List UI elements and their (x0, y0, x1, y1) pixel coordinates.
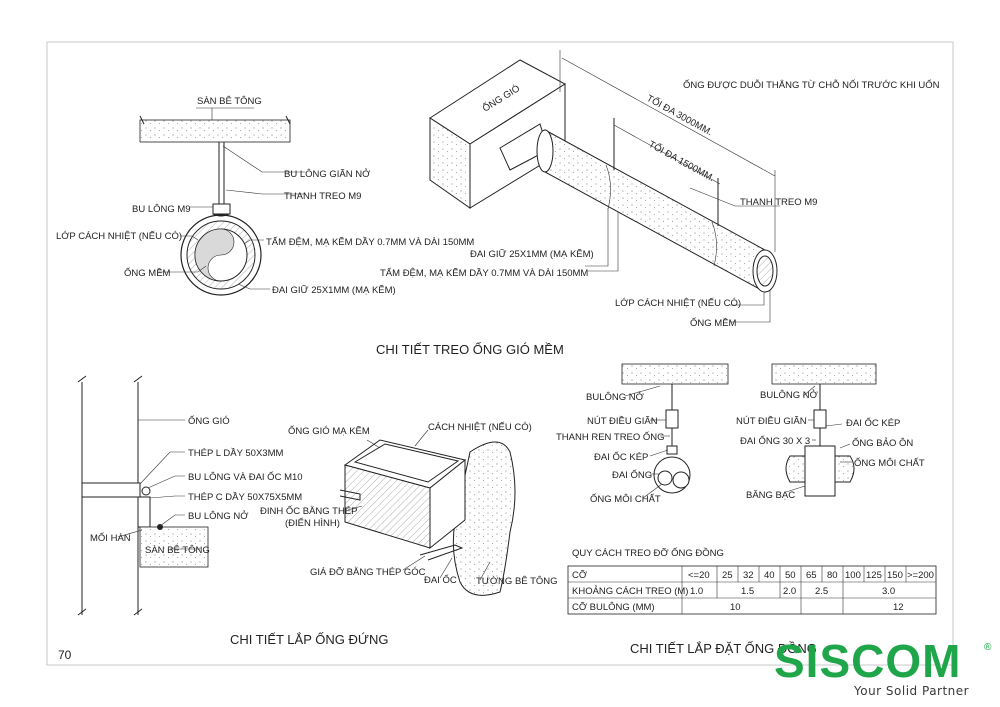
label-pr-nut: ĐAI ỐC KÉP (846, 417, 900, 429)
label-pad: TẤM ĐỆM, MẠ KẼM DẦY 0.7MM VÀ DÀI 150MM (266, 237, 474, 248)
label-pl-nut: ĐAI ỐC KÉP (594, 451, 648, 463)
sheet-border (46, 41, 954, 666)
riser-detail: ỐNG GIÓ THÉP L DẦY 50X3MM BU LÔNG VÀ ĐAI… (77, 375, 303, 616)
size-cell: <=20 (688, 570, 710, 581)
size-cell: 32 (743, 570, 754, 581)
bolt-cell: 12 (893, 602, 904, 613)
bolt-cells: 10 12 (730, 602, 904, 613)
size-cell: 80 (827, 570, 838, 581)
size-cell: >=200 (907, 570, 934, 581)
size-cell: 125 (866, 570, 882, 581)
label-riser-slab: SÀN BÊ TÔNG (145, 545, 210, 556)
label-slab: SÀN BÊ TÔNG (197, 96, 262, 107)
label-3d-note: ỐNG ĐƯỢC DUỖI THẲNG TỪ CHỖ NỐI TRƯỚC KHI… (683, 79, 940, 91)
size-cell: 50 (785, 570, 796, 581)
label-3d-insulation: LỚP CÁCH NHIỆT (NẾU CÓ) (615, 298, 741, 309)
label-max-3000: TỐI ĐA 3000MM. (645, 92, 715, 138)
label-insulation: LỚP CÁCH NHIỆT (NẾU CÓ) (56, 231, 182, 242)
title-pipe-install: CHI TIẾT LẮP ĐẶT ỐNG ĐỒNG (630, 641, 817, 656)
label-wall-nut: ĐAI ỐC (424, 574, 457, 586)
size-cell: 40 (764, 570, 775, 581)
title-riser: CHI TIẾT LẮP ỐNG ĐỨNG (230, 632, 388, 647)
label-riser-weld: MỐI HÀN (90, 532, 131, 544)
label-pr-ring: ĐAI ỐNG 30 X 3 (740, 435, 810, 447)
row-spacing-label: KHOẢNG CÁCH TREO (M) (572, 585, 688, 597)
label-pl-ring: ĐAI ỐNG (612, 469, 652, 481)
label-wall-concrete: TƯỜNG BÊ TÔNG (476, 576, 558, 587)
flex-duct-3d-detail: ỐNG GIÓ ỐNG ĐƯỢC DUỖI THẲNG TỪ CHỖ NỐI T… (380, 50, 940, 329)
spacing-cells: 1.0 1.5 2.0 2.5 3.0 (690, 586, 895, 597)
label-max-1500: TỐI ĐA 1500MM. (647, 138, 717, 184)
label-pl-rod: THANH REN TREO ỐNG (556, 431, 665, 443)
label-riser-bolt-nut: BU LÔNG VÀ ĐAI ỐC M10 (188, 471, 303, 483)
label-pl-pipe: ỐNG MÔI CHẤT (590, 493, 661, 505)
label-riser-duct: ỐNG GIÓ (188, 415, 230, 427)
label-pr-adjuster: NÚT ĐIỀU GIÃN (736, 416, 807, 427)
spec-table-title: QUY CÁCH TREO ĐỠ ỐNG ĐỒNG (572, 547, 724, 559)
wall-penetration-detail: ỐNG GIÓ MẠ KẼM CÁCH NHIỆT (NẾU CÓ) ĐINH … (260, 422, 558, 596)
spacing-cell: 1.0 (690, 586, 703, 597)
label-wall-screw-note: (ĐIỂN HÌNH) (285, 517, 340, 529)
logo-wordmark: SISCOM (774, 635, 962, 687)
label-3d-flex-duct: ỐNG MỀM (690, 317, 737, 329)
siscom-logo: SISCOM ® Your Solid Partner (758, 636, 998, 702)
label-riser-anchor: BU LÔNG NỞ (188, 510, 248, 522)
label-pr-tape: BĂNG BẠC (746, 490, 795, 501)
size-cell: 100 (845, 570, 861, 581)
label-pr-insulation: ỐNG BẢO ÔN (852, 437, 913, 449)
spec-table: QUY CÁCH TREO ĐỠ ỐNG ĐỒNG CỠ KHOẢNG CÁCH… (567, 547, 937, 615)
spacing-cell: 2.5 (815, 586, 828, 597)
label-rod: THANH TREO M9 (284, 191, 361, 202)
size-cells: <=20 25 32 40 50 65 80 100 125 150 >=200 (688, 570, 934, 581)
label-flex-duct: ỐNG MỀM (124, 267, 171, 279)
label-wall-bracket: GIÁ ĐỠ BẰNG THÉP GÓC (310, 567, 426, 578)
label-clamp: ĐAI GIỮ 25X1MM (MẠ KẼM) (272, 285, 396, 296)
label-riser-angle: THÉP L DẦY 50X3MM (188, 448, 283, 459)
bolt-cell: 10 (730, 602, 741, 613)
page-number: 70 (58, 648, 72, 662)
label-bolt: BU LÔNG M9 (132, 204, 191, 215)
spacing-cell: 3.0 (882, 586, 895, 597)
logo-registered-mark: ® (984, 642, 992, 653)
label-3d-clamp: ĐAI GIỮ 25X1MM (MẠ KẼM) (470, 249, 594, 260)
label-3d-rod: THANH TREO M9 (740, 197, 817, 208)
spacing-cell: 1.5 (741, 586, 754, 597)
title-flex-duct-hanger: CHI TIẾT TREO ỐNG GIÓ MỀM (376, 342, 564, 357)
label-pl-anchor: BULÔNG NỞ (586, 391, 644, 403)
pipe-hanger-left: BULÔNG NỞ NÚT ĐIỀU GIÃN THANH REN TREO Ố… (556, 363, 729, 505)
pipe-hanger-right: BULÔNG NỞ NÚT ĐIỀU GIÃN ĐAI ỐC KÉP ĐAI Ố… (736, 363, 925, 501)
label-wall-screw: ĐINH ỐC BẰNG THÉP (260, 505, 357, 517)
label-pl-adjuster: NÚT ĐIỀU GIÃN (587, 416, 658, 427)
hanger-section-detail: SÀN BÊ TÔNG BU LÔNG GIÃN NỞ THANH TREO M… (56, 96, 474, 296)
logo-tagline: Your Solid Partner (854, 684, 970, 698)
label-wall-duct: ỐNG GIÓ MẠ KẼM (288, 425, 370, 437)
label-pr-anchor: BULÔNG NỞ (760, 389, 818, 401)
label-pr-pipe: ỐNG MÔI CHẤT (854, 457, 925, 469)
label-riser-channel: THÉP C DẦY 50X75X5MM (188, 492, 302, 503)
size-cell: 65 (806, 570, 817, 581)
row-size-label: CỠ (572, 570, 587, 581)
label-3d-pad: TẤM ĐỆM, MẠ KẼM DẦY 0.7MM VÀ DÀI 150MM (380, 268, 588, 279)
label-wall-insulation: CÁCH NHIỆT (NẾU CÓ) (428, 422, 532, 433)
size-cell: 25 (722, 570, 733, 581)
label-expansion-bolt: BU LÔNG GIÃN NỞ (284, 168, 370, 180)
spacing-cell: 2.0 (783, 586, 796, 597)
size-cell: 150 (887, 570, 903, 581)
row-bolt-label: CỠ BULÔNG (MM) (572, 602, 655, 613)
